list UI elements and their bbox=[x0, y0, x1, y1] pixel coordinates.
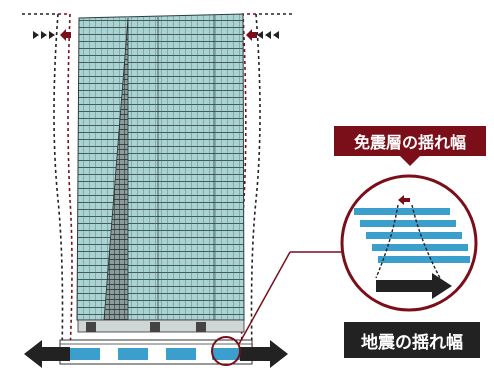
arrow-small-black-left-group bbox=[33, 31, 55, 39]
arrow-small-black-right-group bbox=[257, 31, 279, 39]
isolation-layer bbox=[59, 339, 253, 365]
quake-label-bg bbox=[344, 322, 480, 358]
isolation-label-bg bbox=[334, 126, 486, 166]
callout-connector bbox=[211, 251, 342, 366]
arrow-small-left-red-icon bbox=[60, 29, 71, 41]
arrow-left-icon bbox=[24, 340, 70, 368]
arrow-small-right-red-icon bbox=[246, 29, 257, 41]
isolation-sway-label: 免震層の揺れ幅 bbox=[353, 133, 466, 152]
arrow-right-icon bbox=[240, 340, 288, 368]
tower bbox=[76, 13, 245, 333]
earthquake-sway-label: 地震の揺れ幅 bbox=[361, 332, 463, 353]
zoom-circle bbox=[340, 174, 478, 312]
